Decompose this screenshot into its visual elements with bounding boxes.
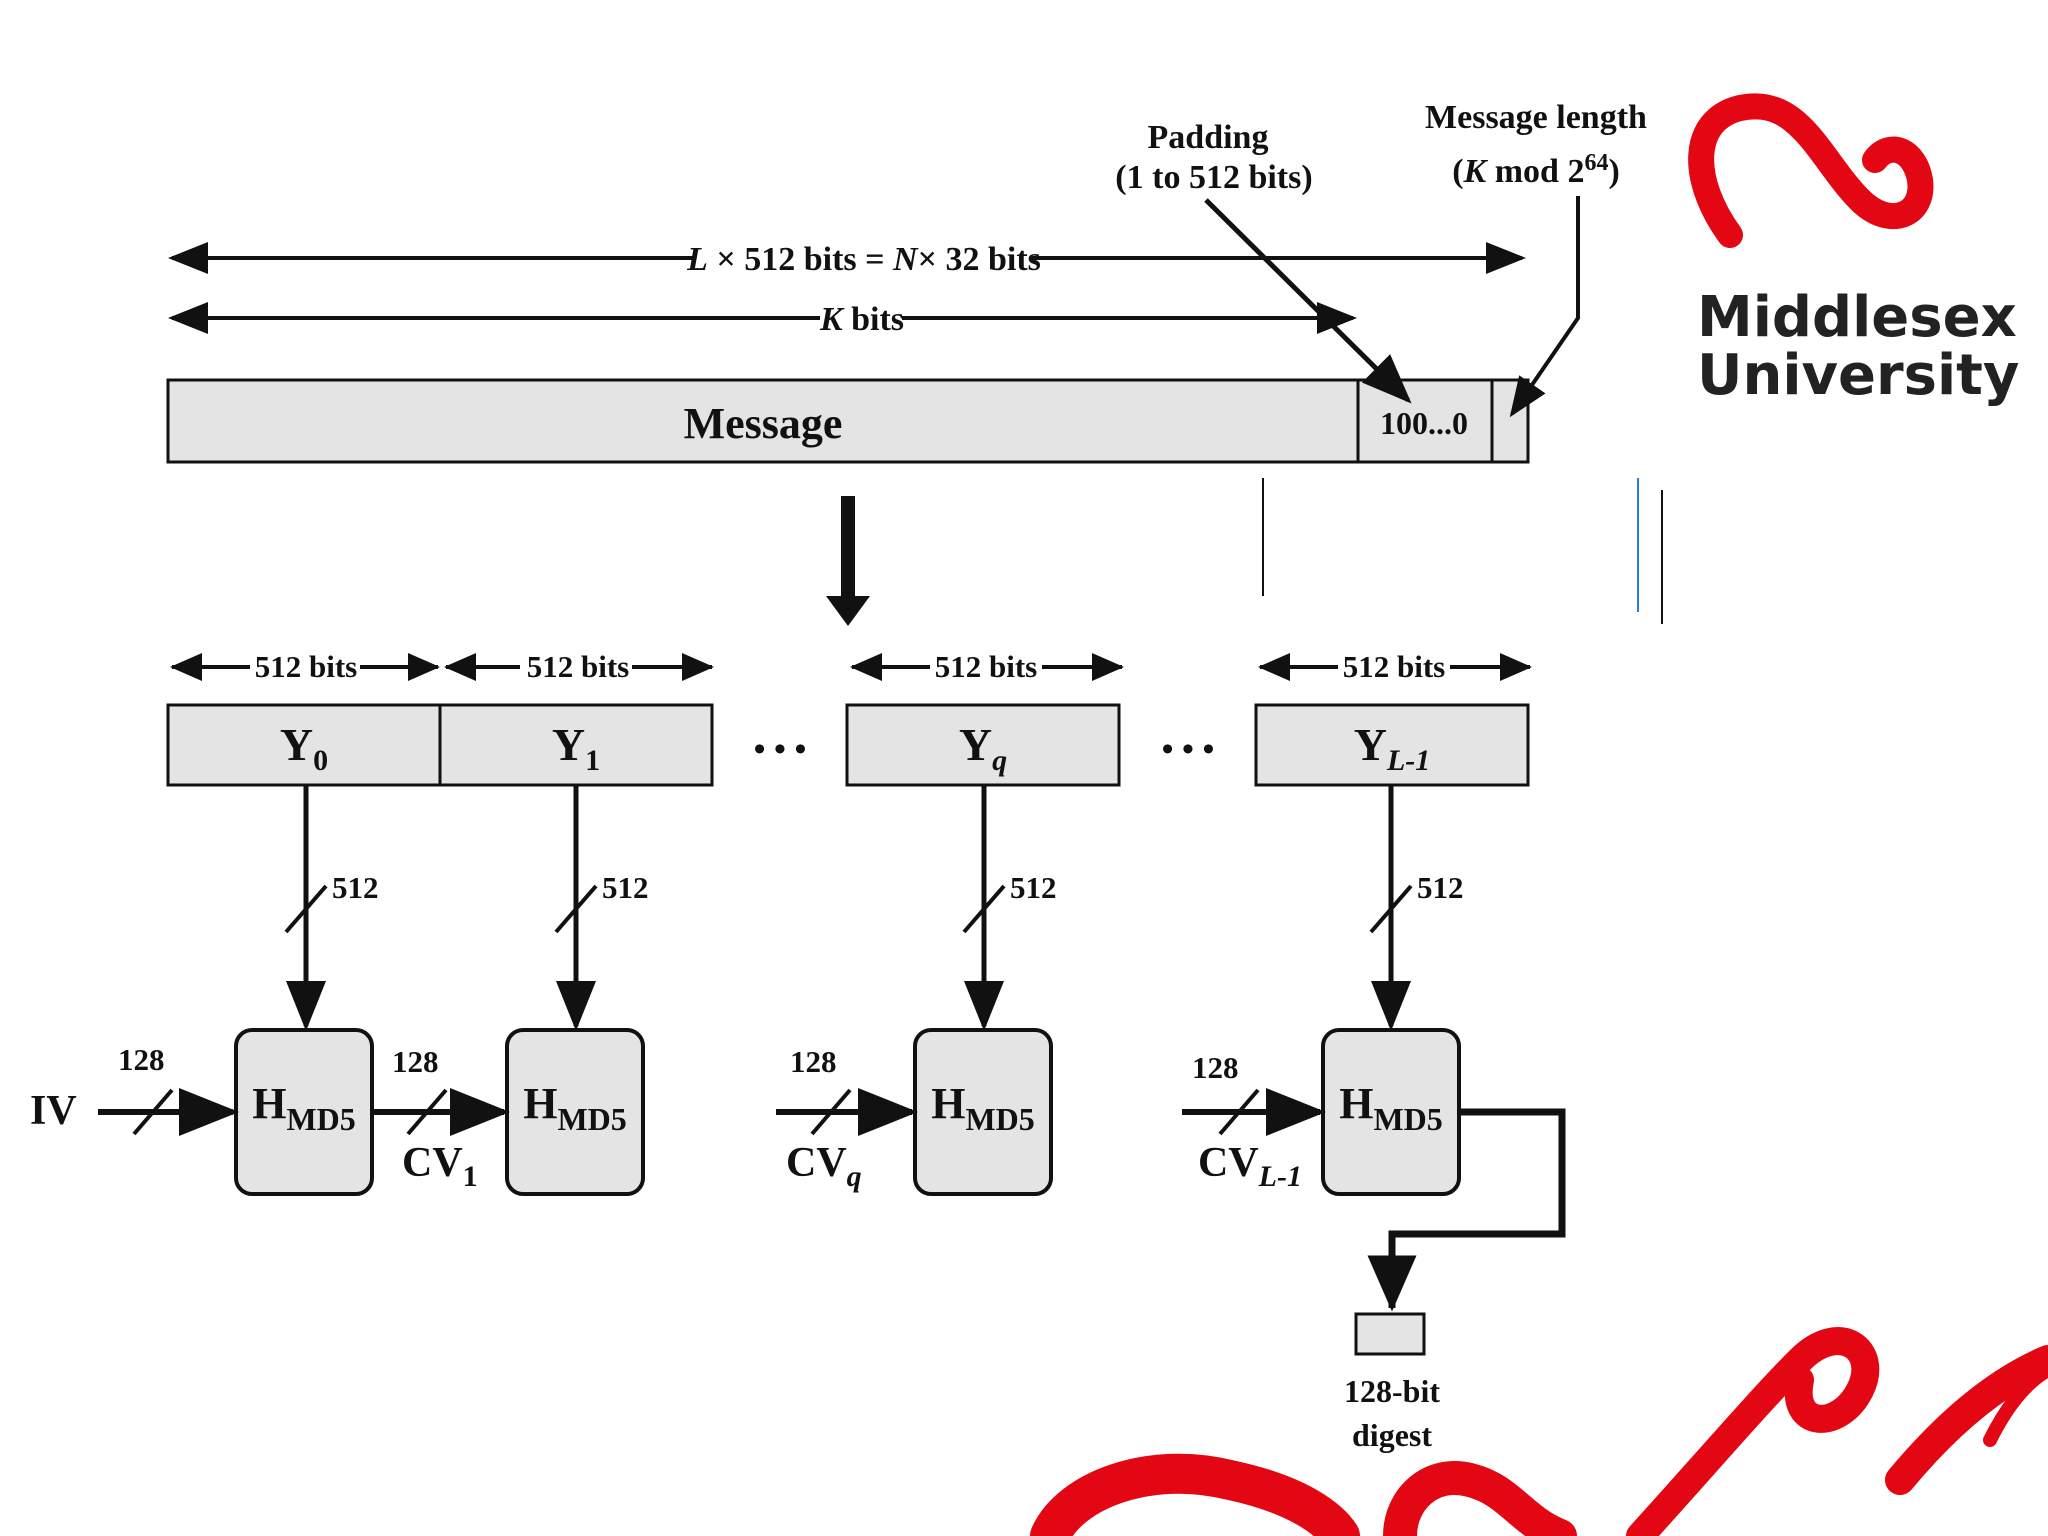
ellipsis: • • • bbox=[754, 731, 807, 768]
block-width-label: 512 bits bbox=[1343, 649, 1446, 684]
k-bits-label: K bits bbox=[819, 301, 904, 338]
block-label-yl-1: YL-1 bbox=[1354, 719, 1431, 777]
block-label-y0: Y0 bbox=[280, 719, 328, 777]
swirl-6 bbox=[1097, 1504, 1244, 1536]
padding-label-line2: (1 to 512 bits) bbox=[1115, 159, 1312, 196]
ellipsis: • • • bbox=[1162, 731, 1215, 768]
length-box bbox=[1490, 378, 1530, 464]
bus-width-tick bbox=[1218, 1088, 1260, 1136]
hash-label: HMD5 bbox=[252, 1079, 356, 1137]
cv-label: CVq bbox=[786, 1140, 862, 1193]
block-width-row: 512 bits 512 bits 512 bits 512 bits bbox=[170, 649, 1532, 684]
swirl-1 bbox=[1030, 1453, 1360, 1536]
bus-width-tick bbox=[1369, 884, 1413, 934]
bus-width-label: 512 bbox=[1417, 870, 1464, 905]
block-width-label: 512 bits bbox=[255, 649, 358, 684]
block-width-label: 512 bits bbox=[527, 649, 630, 684]
length-pointer-arrow bbox=[1509, 196, 1580, 418]
chain-width-label: 128 bbox=[1192, 1050, 1239, 1085]
university-logo: Middlesex University bbox=[1688, 93, 2019, 408]
block-label-yq: Yq bbox=[959, 719, 1007, 777]
logo-swirl bbox=[1688, 93, 1934, 248]
digest-label-line2: digest bbox=[1352, 1417, 1432, 1453]
chain-width-label: 128 bbox=[392, 1044, 439, 1079]
padding-label-line1: Padding bbox=[1148, 119, 1269, 156]
logo-text-line1: Middlesex bbox=[1697, 285, 2017, 350]
block-width-label: 512 bits bbox=[935, 649, 1038, 684]
chain-width-label: 128 bbox=[118, 1042, 165, 1077]
total-length-label: L × 512 bits = N× 32 bits bbox=[686, 241, 1041, 278]
message-length-label-line1: Message length bbox=[1425, 99, 1647, 136]
block-buses: 512 512 512 512 bbox=[284, 785, 1464, 1031]
block-yq bbox=[845, 703, 1121, 787]
bus-width-tick bbox=[406, 1088, 448, 1136]
bus-width-label: 512 bbox=[332, 870, 379, 905]
block-y1 bbox=[438, 703, 714, 787]
digest-label-line1: 128-bit bbox=[1344, 1373, 1440, 1409]
cv-label: CV1 bbox=[402, 1140, 478, 1193]
cv-label: CVL-1 bbox=[1198, 1140, 1302, 1193]
swirl-3 bbox=[1626, 1327, 1880, 1536]
padding-pointer-arrow bbox=[1204, 198, 1412, 404]
bus-width-tick bbox=[132, 1088, 174, 1136]
logo-text-line2: University bbox=[1697, 343, 2019, 408]
bus-width-label: 512 bbox=[602, 870, 649, 905]
split-arrowhead bbox=[826, 596, 870, 626]
swirl-2 bbox=[1383, 1461, 1577, 1536]
swirl-4 bbox=[1885, 1345, 2048, 1495]
iv-label: IV bbox=[30, 1088, 77, 1134]
bus-width-label: 512 bbox=[1010, 870, 1057, 905]
message-label: Message bbox=[684, 399, 843, 448]
hash-label: HMD5 bbox=[931, 1079, 1035, 1137]
hash-label: HMD5 bbox=[1339, 1079, 1443, 1137]
padding-bits-label: 100...0 bbox=[1380, 405, 1468, 441]
logo-swirl-inner bbox=[1736, 135, 1773, 218]
digest-box bbox=[1354, 1312, 1426, 1356]
decorative-swirls bbox=[1030, 1327, 2048, 1536]
block-label-y1: Y1 bbox=[552, 719, 600, 777]
chain-width-label: 128 bbox=[790, 1044, 837, 1079]
bus-width-tick bbox=[810, 1088, 852, 1136]
hash-label: HMD5 bbox=[523, 1079, 627, 1137]
digest-output-arrow bbox=[1367, 1108, 1566, 1312]
swirl-5 bbox=[1983, 1363, 2048, 1447]
bus-width-tick bbox=[284, 884, 328, 934]
bus-width-tick bbox=[962, 884, 1006, 934]
message-length-label-line2: (K mod 264) bbox=[1452, 150, 1620, 190]
block-y0 bbox=[166, 703, 442, 787]
bus-width-tick bbox=[554, 884, 598, 934]
